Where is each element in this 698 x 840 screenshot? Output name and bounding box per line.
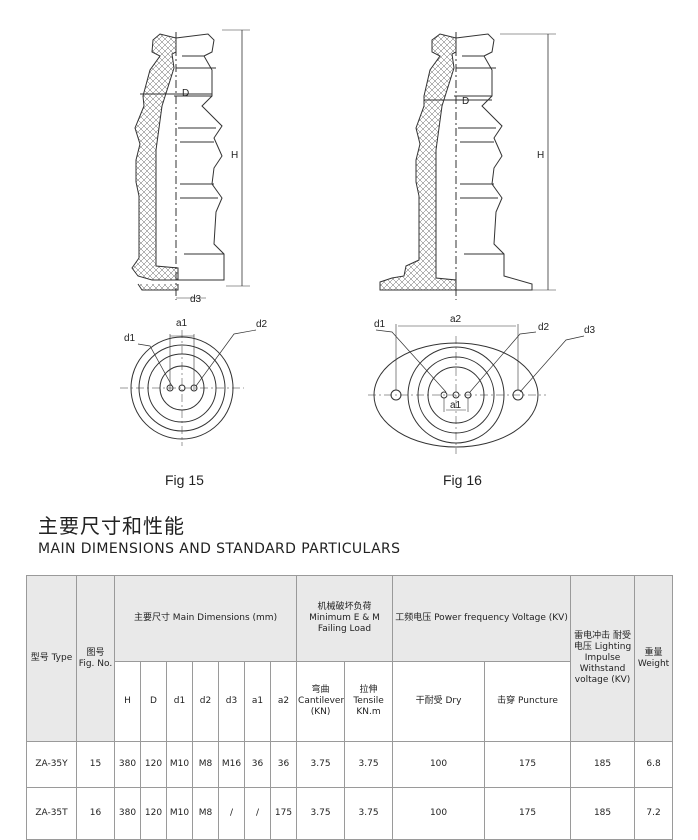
cell-cantilever: 3.75	[296, 741, 346, 788]
fig15-label-D: D	[182, 88, 189, 99]
cell-D: 120	[140, 787, 167, 840]
fig16-label-d1: d1	[374, 319, 386, 330]
fig15-label-a1: a1	[176, 318, 188, 329]
fig16-caption: Fig 16	[443, 472, 482, 488]
header-tensile: 拉伸 Tensile KN.m	[344, 661, 394, 742]
fig15-label-d3: d3	[190, 294, 202, 305]
cell-fig: 16	[76, 787, 115, 840]
cell-weight: 6.8	[634, 741, 674, 788]
cell-cantilever: 3.75	[296, 787, 346, 840]
cell-weight: 7.2	[634, 787, 674, 840]
header-main-dimensions: 主要尺寸 Main Dimensions (mm)	[113, 575, 298, 662]
fig16-label-a2: a2	[450, 314, 462, 325]
dimensions-table: 型号 Type 图号 Fig. No. 主要尺寸 Main Dimensions…	[26, 575, 674, 840]
header-weight: 重量 Weight	[634, 575, 674, 742]
header-type: 型号 Type	[26, 575, 77, 742]
cell-D: 120	[140, 741, 167, 788]
cell-H: 380	[114, 741, 141, 788]
table-row: ZA-35T 16 380 120 M10 M8 / / 175 3.75 3.…	[26, 787, 674, 840]
cell-tensile: 3.75	[344, 787, 394, 840]
cell-type: ZA-35T	[26, 787, 77, 840]
header-row-1: 型号 Type 图号 Fig. No. 主要尺寸 Main Dimensions…	[26, 575, 674, 742]
cell-d2: M8	[192, 787, 219, 840]
cell-H: 380	[114, 787, 141, 840]
header-row-2: H D d1 d2 d3 a1 a2 弯曲 Cantilever (KN) 拉伸…	[27, 661, 673, 742]
cell-type: ZA-35Y	[26, 741, 77, 788]
header-mech-load: 机械破坏负荷 Minimum E & M Failing Load	[296, 575, 394, 662]
cell-dry: 100	[392, 787, 486, 840]
cell-a2: 36	[269, 741, 298, 788]
fig16-label-H: H	[537, 150, 544, 161]
figure-area: D H d3 d1 d2 a1 D H	[120, 29, 596, 488]
fig16-label-d2: d2	[538, 322, 550, 333]
cell-dry: 100	[392, 741, 486, 788]
header-D: D	[140, 661, 167, 742]
cell-d1: M10	[166, 741, 193, 788]
header-puncture: 击穿 Puncture	[484, 661, 572, 742]
cell-impulse: 185	[570, 787, 636, 840]
technical-drawings: D H d3 d1 d2 a1 D H	[120, 29, 596, 454]
header-d2: d2	[192, 661, 219, 742]
cell-a1: /	[244, 787, 271, 840]
header-impulse: 雷电冲击 耐受电压 Lighting Impulse Withstand vol…	[570, 575, 636, 742]
cell-d3: M16	[218, 741, 245, 788]
section-title-en: MAIN DIMENSIONS AND STANDARD PARTICULARS	[38, 541, 401, 557]
cell-puncture: 175	[484, 741, 572, 788]
header-fig-no: 图号 Fig. No.	[76, 575, 115, 742]
fig16-side-view	[379, 32, 556, 300]
fig15-side-view	[131, 29, 250, 300]
cell-tensile: 3.75	[344, 741, 394, 788]
fig16-top-view	[368, 324, 585, 454]
cell-impulse: 185	[570, 741, 636, 788]
fig16-label-D: D	[462, 96, 469, 107]
cell-d2: M8	[192, 741, 219, 788]
fig15-label-d2: d2	[256, 319, 268, 330]
cell-d1: M10	[166, 787, 193, 840]
header-d1: d1	[166, 661, 193, 742]
fig15-label-d1: d1	[124, 333, 136, 344]
fig16-label-d3: d3	[584, 325, 596, 336]
cell-a2: 175	[269, 787, 298, 840]
header-dry: 干耐受 Dry	[392, 661, 486, 742]
header-a1: a1	[244, 661, 271, 742]
header-power-frequency: 工频电压 Power frequency Voltage (KV)	[392, 575, 572, 662]
fig15-caption: Fig 15	[165, 472, 204, 488]
cell-fig: 15	[76, 741, 115, 788]
header-H: H	[114, 661, 141, 742]
header-a2: a2	[269, 661, 298, 742]
section-title-cn: 主要尺寸和性能	[38, 514, 185, 538]
fig15-label-H: H	[231, 150, 238, 161]
cell-d3: /	[218, 787, 245, 840]
cell-a1: 36	[244, 741, 271, 788]
table-row: ZA-35Y 15 380 120 M10 M8 M16 36 36 3.75 …	[26, 741, 674, 788]
header-d3: d3	[218, 661, 245, 742]
header-cantilever: 弯曲 Cantilever (KN)	[296, 661, 346, 742]
cell-puncture: 175	[484, 787, 572, 840]
fig15-top-view	[120, 329, 257, 446]
fig16-label-a1: a1	[450, 400, 462, 411]
